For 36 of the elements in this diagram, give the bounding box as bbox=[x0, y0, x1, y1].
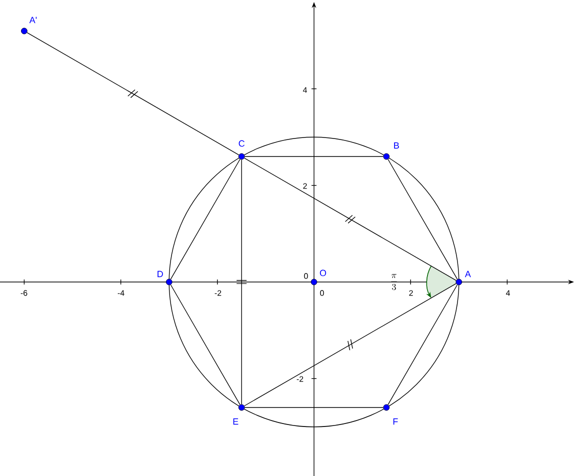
line-segment bbox=[244, 156, 384, 157]
point bbox=[383, 404, 390, 411]
axis-label: 0 bbox=[304, 273, 308, 279]
point bbox=[166, 278, 172, 286]
axis-label: -2 bbox=[214, 290, 222, 296]
point bbox=[310, 278, 318, 286]
axis-label: -4 bbox=[118, 290, 124, 296]
axis-label: -2 bbox=[296, 376, 304, 382]
point-label: D bbox=[158, 270, 163, 278]
line-segment bbox=[170, 284, 240, 406]
axis-label: 2 bbox=[409, 290, 413, 296]
point-label: A bbox=[464, 270, 471, 278]
line-segment bbox=[388, 284, 458, 406]
line-segment bbox=[388, 158, 458, 280]
line-segment bbox=[244, 158, 456, 281]
point-label: B bbox=[394, 142, 399, 149]
axis-label: 2 bbox=[303, 183, 307, 189]
point-label: A' bbox=[29, 16, 37, 24]
axis-label: 0 bbox=[320, 290, 324, 296]
point-label: F bbox=[393, 418, 398, 425]
axis-label: -6 bbox=[20, 290, 28, 296]
line-segment bbox=[244, 283, 456, 406]
line-segment bbox=[170, 158, 240, 280]
point bbox=[238, 153, 245, 160]
line-segment bbox=[26, 32, 240, 156]
point bbox=[456, 278, 462, 286]
line-segment bbox=[241, 159, 242, 405]
point bbox=[238, 404, 245, 411]
axis-label: 4 bbox=[302, 87, 307, 93]
point bbox=[21, 28, 28, 34]
point-label: C bbox=[238, 140, 245, 147]
point bbox=[383, 153, 390, 160]
axis-label: 4 bbox=[506, 290, 510, 296]
point-label: E bbox=[233, 418, 238, 425]
point-label: O bbox=[320, 270, 326, 276]
line-segment bbox=[244, 407, 384, 408]
